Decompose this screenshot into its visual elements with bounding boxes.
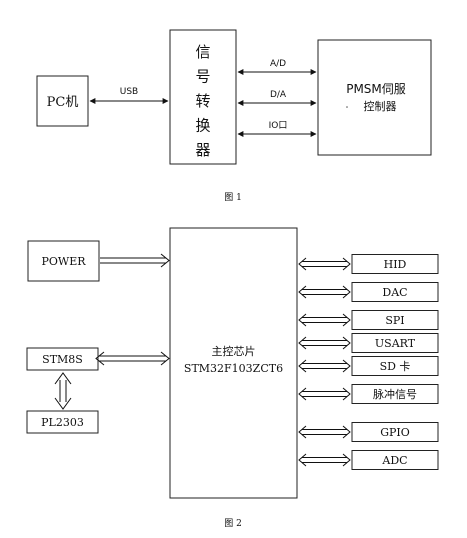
converter-char: 器	[195, 141, 210, 159]
peripheral-item: ADC	[298, 450, 439, 470]
usb-label: USB	[120, 87, 138, 97]
arrow-head-left	[298, 425, 307, 439]
main-chip-block: 主控芯片 STM32F103ZCT6	[169, 227, 298, 499]
peripheral-label: 脉冲信号	[373, 387, 417, 401]
power-label: POWER	[41, 255, 86, 268]
figure-2: POWER 主控芯片 STM32F103ZCT6 STM8S	[26, 227, 439, 529]
peripheral-item: SD 卡	[298, 356, 439, 376]
peripheral-item: SPI	[298, 310, 439, 330]
peripheral-box	[351, 333, 439, 353]
stm8s-label: STM8S	[42, 353, 83, 366]
pl2303-label: PL2303	[41, 416, 84, 429]
arrow-head-left	[298, 359, 307, 373]
stm8s-pl2303-arrow	[54, 372, 72, 410]
io-label: IO口	[269, 121, 288, 131]
controller-label-line2: 控制器	[364, 99, 397, 113]
pl2303-block: PL2303	[26, 410, 99, 434]
pc-label: PC机	[47, 95, 79, 110]
converter-char: 转	[195, 92, 210, 110]
peripheral-box	[351, 254, 439, 274]
peripheral-box	[351, 310, 439, 330]
chip-label-line2: STM32F103ZCT6	[184, 362, 283, 375]
peripheral-label: DAC	[382, 286, 407, 299]
arrow-head-right	[342, 257, 351, 271]
peripheral-label: ADC	[381, 454, 407, 467]
arrow-head-right	[342, 425, 351, 439]
peripheral-label: SPI	[385, 314, 404, 327]
peripheral-box	[351, 422, 439, 442]
da-label: D/A	[270, 90, 287, 100]
converter-char: 信	[195, 43, 210, 61]
ad-label: A/D	[270, 59, 286, 69]
arrow-head-right	[342, 285, 351, 299]
peripheral-label: SD 卡	[380, 360, 411, 373]
arrow-head-right	[342, 387, 351, 401]
pc-block: PC机	[36, 75, 89, 127]
peripheral-item: 脉冲信号	[298, 384, 439, 404]
peripheral-item: HID	[298, 254, 439, 274]
arrow-head-right	[342, 336, 351, 350]
peripheral-box	[351, 282, 439, 302]
arrow-head-left	[298, 257, 307, 271]
peripheral-label: USART	[375, 337, 416, 350]
pmsm-controller-block: PMSM伺服 控制器	[317, 39, 432, 156]
arrow-head-left	[298, 453, 307, 467]
arrow-head-left	[298, 336, 307, 350]
power-arrow	[100, 253, 170, 268]
ad-link: A/D	[237, 59, 317, 75]
stm8s-block: STM8S	[26, 347, 99, 371]
converter-char: 换	[195, 117, 210, 135]
peripheral-box	[351, 356, 439, 376]
arrow-head-left	[298, 313, 307, 327]
figure-2-caption: 图 2	[224, 518, 242, 529]
arrow-head-left	[298, 285, 307, 299]
io-link: IO口	[237, 121, 317, 137]
peripheral-label: HID	[384, 258, 407, 271]
controller-label-line1: PMSM伺服	[346, 82, 406, 96]
peripheral-item: GPIO	[298, 422, 439, 442]
peripheral-box	[351, 450, 439, 470]
power-block: POWER	[27, 240, 100, 282]
arrow-head-right	[342, 313, 351, 327]
stm8s-chip-arrow	[95, 351, 170, 366]
arrow-head-right	[342, 359, 351, 373]
stray-dot	[346, 106, 348, 108]
arrow-head-right	[342, 453, 351, 467]
peripheral-item: DAC	[298, 282, 439, 302]
chip-label-line1: 主控芯片	[212, 344, 256, 358]
peripheral-item: USART	[298, 333, 439, 353]
arrow-head-left	[298, 387, 307, 401]
peripheral-label: GPIO	[380, 426, 410, 439]
peripheral-box	[351, 384, 439, 404]
da-link: D/A	[237, 90, 317, 106]
usb-link: USB	[89, 87, 169, 104]
converter-char: 号	[195, 68, 210, 86]
figure-1-caption: 图 1	[224, 192, 242, 203]
